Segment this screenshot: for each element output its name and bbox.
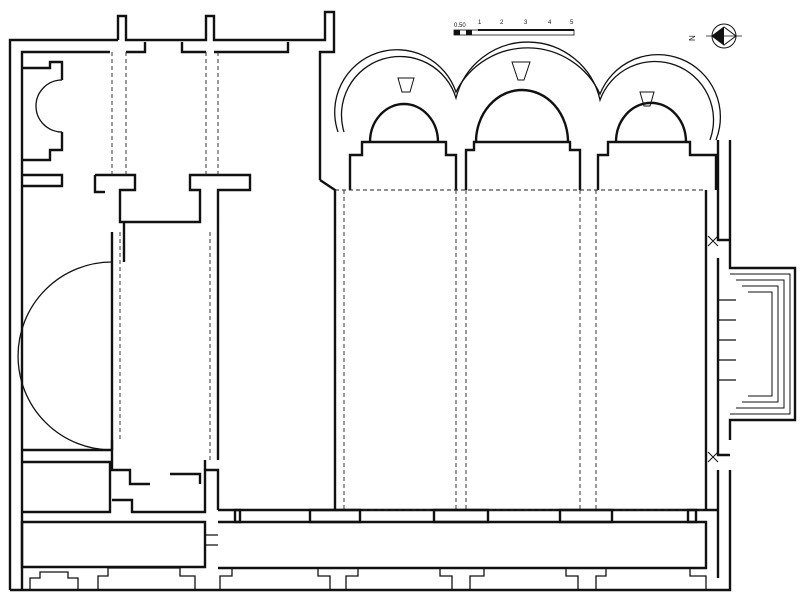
scale-label-0: 0.50 [454, 23, 466, 29]
scale-label-2: 2 [500, 20, 504, 26]
nave-walls [218, 140, 730, 570]
apses [334, 41, 721, 190]
arcade-lines [111, 52, 706, 511]
nave-piers [233, 508, 698, 524]
north-arrow-icon: N [688, 23, 742, 49]
north-label: N [688, 35, 697, 41]
scale-bar: 0.50 1 2 3 4 5 [453, 20, 575, 36]
scale-label-5: 5 [570, 20, 574, 26]
narthex-rooms [17, 60, 252, 569]
scale-label-3: 3 [524, 20, 528, 26]
south-buttresses [29, 567, 707, 590]
outer-walls [8, 10, 797, 592]
scale-label-1: 1 [478, 20, 482, 26]
east-entrance-steps [707, 235, 791, 463]
scale-label-4: 4 [548, 20, 552, 26]
